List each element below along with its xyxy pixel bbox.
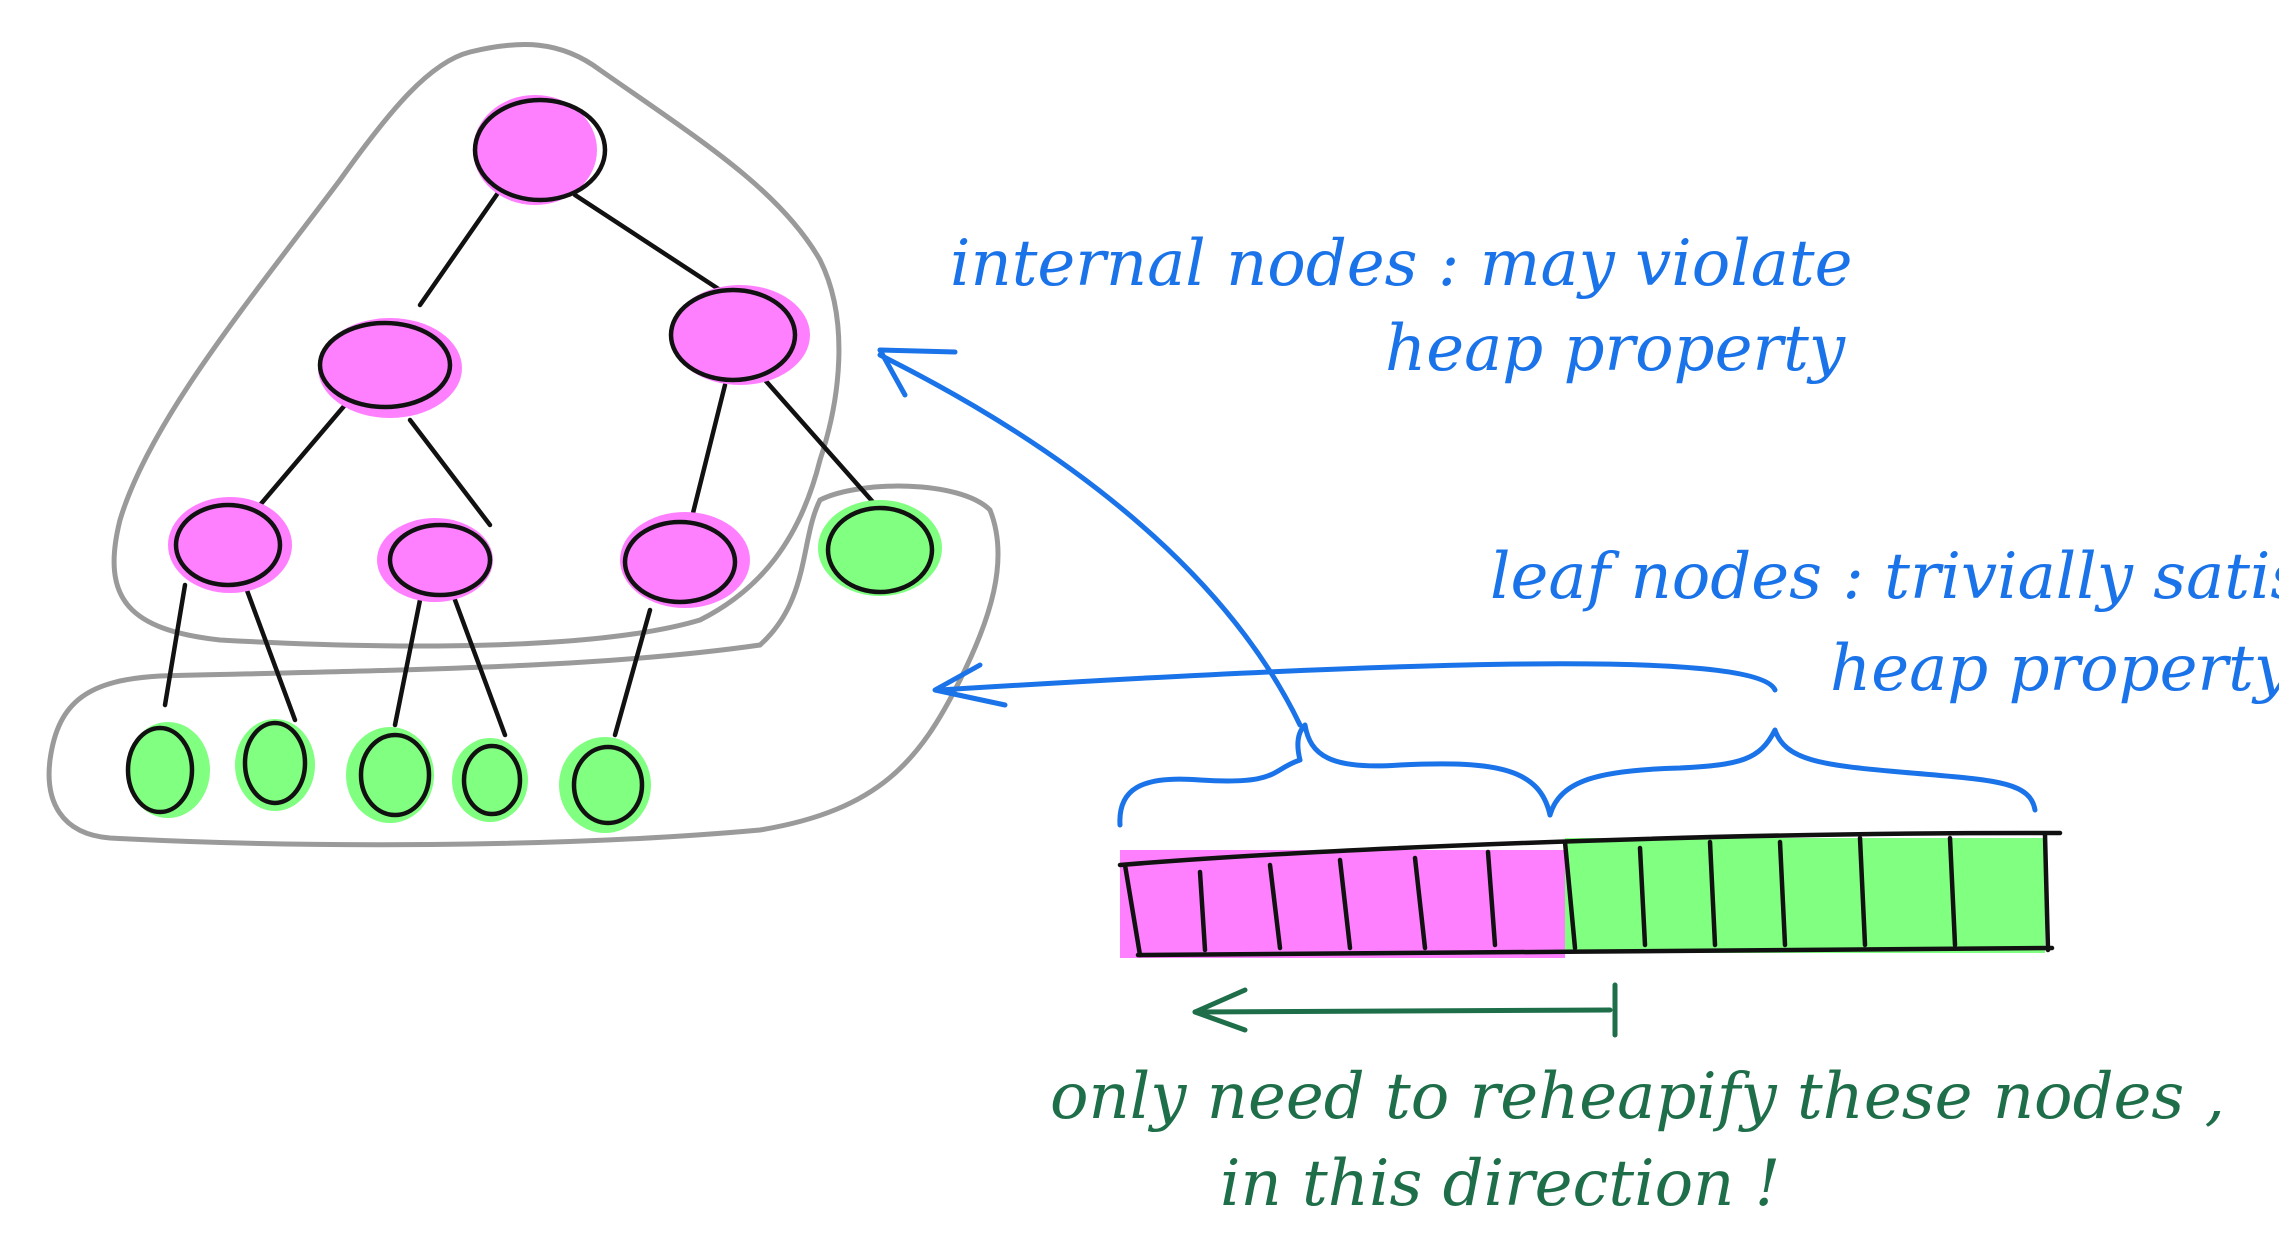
leaf-brace xyxy=(1547,727,2038,818)
edge xyxy=(242,582,298,723)
internal-node xyxy=(668,285,810,385)
leaf-node xyxy=(125,722,210,818)
tree-edges xyxy=(162,187,883,738)
leaf-node xyxy=(559,737,651,833)
edge xyxy=(392,597,423,728)
edge xyxy=(452,597,508,738)
edge xyxy=(762,377,883,513)
leaf-nodes xyxy=(125,500,942,833)
internal-node xyxy=(377,518,493,602)
reheapify-direction-arrow xyxy=(1192,1007,1613,1015)
array-top-border xyxy=(1117,830,2063,868)
leaf-nodes-label-line2: heap property xyxy=(1830,632,2279,706)
array-left-border xyxy=(1122,862,1143,958)
edge xyxy=(612,607,653,738)
internal-node xyxy=(317,318,462,418)
internal-node xyxy=(168,497,292,593)
leaf-arrow xyxy=(937,661,1778,693)
leaf-arrowhead xyxy=(932,662,1008,708)
internal-arrow xyxy=(877,352,1303,728)
reheapify-note-line1: only need to reheapify these nodes , xyxy=(1050,1060,2225,1134)
internal-node xyxy=(472,95,608,205)
internal-nodes-label-line1: internal nodes : may violate xyxy=(950,227,1852,301)
edge xyxy=(572,192,723,293)
array-cell-dividers xyxy=(1197,835,1958,953)
edge xyxy=(407,417,493,528)
internal-nodes-label-line2: heap property xyxy=(1385,312,1846,386)
edge xyxy=(257,402,348,508)
leaf-node xyxy=(452,738,528,822)
array-divider xyxy=(1562,839,1578,951)
leaf-nodes-hull xyxy=(46,483,1001,848)
array-right-border xyxy=(2042,832,2051,953)
leaf-nodes-label-line1: leaf nodes : trivially satisfy xyxy=(1490,540,2279,614)
edge xyxy=(417,187,503,308)
reheapify-arrowhead xyxy=(1192,987,1248,1033)
edge xyxy=(162,582,188,708)
array-leaf-segment xyxy=(1565,838,2045,953)
reheapify-note-line2: in this direction ! xyxy=(1220,1147,1780,1221)
internal-node xyxy=(620,512,750,608)
internal-brace xyxy=(1117,722,1553,828)
leaf-node xyxy=(346,727,434,823)
edge xyxy=(687,382,728,528)
leaf-node xyxy=(818,500,942,596)
heap-array xyxy=(1117,830,2063,958)
internal-nodes xyxy=(168,95,810,608)
internal-arrowhead xyxy=(877,347,958,398)
internal-nodes-hull xyxy=(111,42,842,649)
array-bottom-border xyxy=(1135,945,2055,958)
leaf-node xyxy=(235,719,315,811)
